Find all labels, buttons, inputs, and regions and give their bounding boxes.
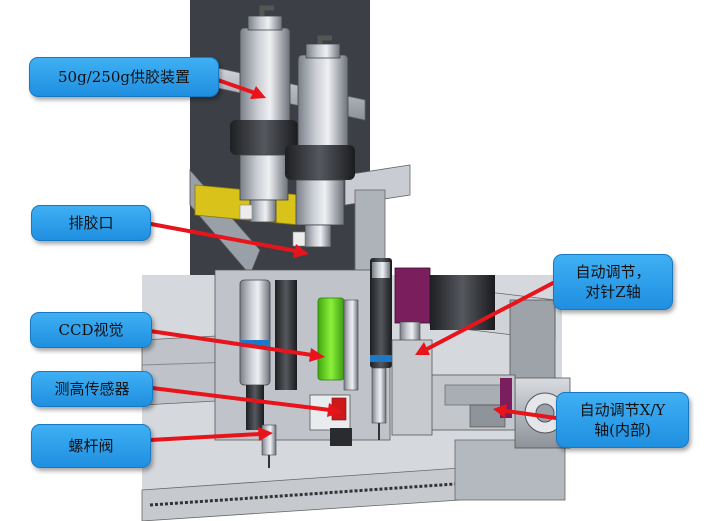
callout-xy-axis-line1: 自动调节X/Y [579,400,666,419]
callout-z-axis-line2: 对针Z轴 [585,283,641,301]
dispensing-head [214,258,512,468]
callout-screw-valve: 螺杆阀 [31,424,151,468]
pointer-arrows [148,76,558,442]
callout-glue-supply-text: 50g/250g供胶装置 [58,67,190,86]
arrow-xy-axis [493,404,558,420]
callout-height-sensor: 测高传感器 [31,371,153,407]
arrow-screw-valve [148,427,273,442]
callout-z-axis: 自动调节， 对针Z轴 [553,254,673,310]
callout-glue-outlet: 排胶口 [31,205,151,241]
glue-supply-units [230,5,355,248]
callout-height-sensor-text: 测高传感器 [54,379,130,398]
arrow-sensor [150,386,343,417]
arrow-outlet [149,222,309,258]
callout-ccd-vision-text: CCD视觉 [58,320,124,339]
callout-xy-axis: 自动调节X/Y 轴(内部) [556,392,689,448]
arrow-z-axis [415,281,555,355]
callout-glue-supply: 50g/250g供胶装置 [29,57,219,97]
callout-z-axis-line1: 自动调节， [575,262,651,281]
callout-xy-axis-line2: 轴(内部) [594,421,651,439]
callout-glue-outlet-text: 排胶口 [68,213,114,232]
callout-screw-valve-text: 螺杆阀 [68,436,114,455]
callout-ccd-vision: CCD视觉 [30,312,152,348]
arrow-ccd [148,329,325,362]
arrow-supply [210,76,266,99]
